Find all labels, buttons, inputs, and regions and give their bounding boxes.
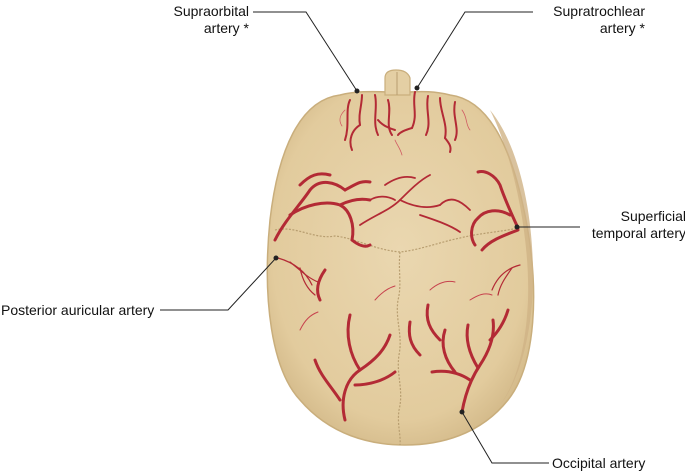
occipital-artery-label: Occipital artery: [552, 455, 646, 471]
supraorbital-branches: [344, 94, 396, 151]
leader-lines: [160, 11, 580, 464]
right-temporal-branches: [470, 170, 520, 252]
posterior-auricular-artery-label: Posterior auricular artery: [1, 302, 155, 318]
occipital-branches: [313, 268, 510, 422]
supraorbital-point: [354, 88, 360, 94]
supratrochlear-point: [414, 85, 420, 91]
occipital-leader: [461, 411, 549, 464]
arteries: [273, 91, 521, 422]
supratrochlear-label-line2: artery *: [599, 20, 645, 36]
superficial-temporal-point: [514, 224, 520, 230]
posterior-auricular-leader: [160, 257, 277, 311]
posterior-auricular-branches: [277, 257, 521, 296]
skull-right-shading: [490, 110, 534, 405]
superficial-temporal-label-line1: Superficial: [620, 208, 685, 224]
superficial-temporal-artery-label: Superficial temporal artery: [582, 208, 685, 242]
forehead-fine-branches: [339, 109, 471, 156]
left-temporal-branches: [273, 172, 372, 248]
supratrochlear-leader: [416, 11, 533, 89]
supraorbital-label-line2: artery *: [203, 20, 249, 36]
supraorbital-leader: [253, 11, 358, 92]
occipital-point: [459, 409, 465, 415]
vertex-branches: [359, 174, 471, 233]
occipital-fine-branches: [299, 280, 493, 331]
skull-outline: [266, 90, 535, 446]
supraorbital-label-line1: Supraorbital: [173, 3, 250, 19]
sagittal-suture: [396, 251, 402, 446]
supraorbital-artery-label: Supraorbital artery *: [152, 3, 250, 37]
supratrochlear-branches: [397, 91, 458, 153]
skull: [266, 69, 535, 446]
supratrochlear-artery-label: Supratrochlear artery *: [538, 3, 645, 37]
posterior-auricular-point: [273, 255, 279, 261]
superficial-temporal-label-line2: temporal artery: [591, 225, 685, 241]
supratrochlear-label-line1: Supratrochlear: [553, 3, 645, 19]
